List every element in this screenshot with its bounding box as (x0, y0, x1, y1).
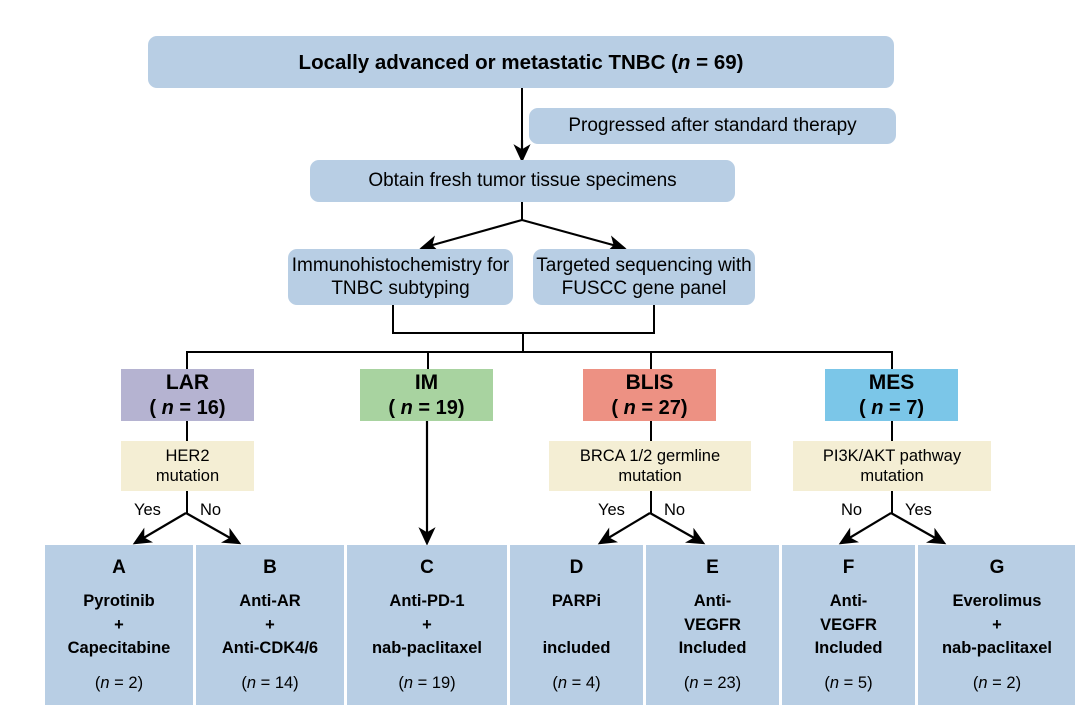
subtype-blis-n: ( n = 27) (611, 396, 688, 419)
arm-box-e: E Anti- VEGFR Included (n = 23) (646, 545, 779, 705)
subtype-box-blis: BLIS ( n = 27) (583, 369, 716, 421)
decision-brca-line2: mutation (618, 467, 682, 485)
arm-b-regimen: Anti-AR + Anti-CDK4/6 (221, 592, 319, 658)
connector-ihc-down (392, 304, 394, 332)
decision-pi3k-line1: PI3K/AKT pathway (822, 446, 962, 465)
subtype-mes-n: ( n = 7) (858, 396, 924, 419)
connector-brca-fork-stem (650, 491, 652, 513)
arm-c-regimen: Anti-PD-1 + nab-paclitaxel (371, 592, 483, 658)
ihc-box: Immunohistochemistry for TNBC subtyping (288, 249, 513, 305)
cohort-label: Locally advanced or metastatic TNBC (n =… (298, 50, 744, 74)
fork-label-pi3k-yes: Yes (905, 501, 932, 519)
arm-e-letter: E (706, 557, 719, 578)
arm-a-letter: A (112, 557, 126, 578)
sequencing-box: Targeted sequencing with FUSCC gene pane… (533, 249, 755, 305)
arm-b-letter: B (263, 557, 277, 578)
seq-line1: Targeted sequencing with (536, 254, 752, 276)
decision-box-her2: HER2 mutation (121, 441, 254, 491)
connector-blis-to-brca (650, 421, 652, 441)
decision-her2-line1: HER2 (165, 446, 210, 465)
connector-seq-down (653, 304, 655, 332)
subtype-blis-name: BLIS (625, 371, 674, 394)
connector-mes-to-pi3k (891, 421, 893, 441)
arm-f-letter: F (842, 557, 855, 578)
decision-her2-line2: mutation (155, 467, 220, 485)
arm-box-d: D PARPi included (n = 4) (510, 545, 643, 705)
fork-label-brca-yes: Yes (598, 501, 625, 519)
arm-box-b: B Anti-AR + Anti-CDK4/6 (n = 14) (196, 545, 344, 705)
connector-to-mes (891, 351, 893, 369)
connector-to-im (427, 351, 429, 369)
connector-cohort-to-specimens (521, 88, 523, 158)
decision-box-pi3k: PI3K/AKT pathway mutation (793, 441, 991, 491)
connector-to-blis (650, 351, 652, 369)
decision-box-brca: BRCA 1/2 germline mutation (549, 441, 751, 491)
arm-e-n: (n = 23) (683, 673, 742, 692)
arm-d-regimen: PARPi included (542, 592, 611, 658)
progressed-box: Progressed after standard therapy (529, 108, 896, 144)
subtype-mes-name: MES (868, 371, 915, 394)
arm-c-letter: C (420, 557, 434, 578)
ihc-line1: Immunohistochemistry for (291, 254, 510, 276)
fork-label-pi3k-no: No (841, 501, 863, 519)
arm-d-letter: D (569, 557, 584, 578)
subtype-lar-name: LAR (165, 371, 210, 394)
decision-brca-line1: BRCA 1/2 germline (579, 446, 721, 465)
specimens-label: Obtain fresh tumor tissue specimens (368, 170, 677, 192)
arm-a-n: (n = 2) (94, 673, 144, 692)
subtype-box-mes: MES ( n = 7) (825, 369, 958, 421)
subtype-im-name: IM (414, 371, 439, 394)
connector-to-lar (186, 351, 188, 369)
connector-her2-fork-stem (186, 491, 188, 513)
arm-box-g: G Everolimus + nab-paclitaxel (n = 2) (918, 545, 1075, 705)
connector-subtype-bus (186, 351, 893, 353)
connector-lar-to-her2 (186, 421, 188, 441)
connector-join-stem (522, 332, 524, 352)
fork-label-her2-yes: Yes (134, 501, 161, 519)
arm-e-regimen: Anti- VEGFR Included (678, 592, 747, 658)
arm-f-n: (n = 5) (824, 673, 873, 692)
subtype-box-im: IM ( n = 19) (360, 369, 493, 421)
subtype-im-n: ( n = 19) (388, 396, 465, 419)
seq-line2: FUSCC gene panel (561, 278, 727, 299)
arm-box-a: A Pyrotinib + Capecitabine (n = 2) (45, 545, 193, 705)
subtype-lar-n: ( n = 16) (149, 396, 226, 419)
ihc-line2: TNBC subtyping (331, 278, 470, 299)
arm-g-letter: G (989, 557, 1005, 578)
decision-pi3k-line2: mutation (860, 467, 924, 485)
progressed-label: Progressed after standard therapy (568, 115, 857, 137)
arm-g-n: (n = 2) (972, 673, 1022, 692)
fork-label-her2-no: No (200, 501, 222, 519)
arm-f-regimen: Anti- VEGFR Included (814, 592, 883, 658)
connector-pi3k-fork-stem (891, 491, 893, 513)
arm-b-n: (n = 14) (241, 673, 299, 692)
arm-g-regimen: Everolimus + nab-paclitaxel (941, 592, 1053, 658)
specimens-box: Obtain fresh tumor tissue specimens (310, 160, 735, 202)
fork-label-brca-no: No (664, 501, 686, 519)
subtype-box-lar: LAR ( n = 16) (121, 369, 254, 421)
arm-box-f: F Anti- VEGFR Included (n = 5) (782, 545, 915, 705)
cohort-box: Locally advanced or metastatic TNBC (n =… (148, 36, 894, 88)
arm-d-n: (n = 4) (552, 673, 601, 692)
arm-c-n: (n = 19) (398, 673, 456, 692)
connector-specimens-split-stem (521, 200, 523, 220)
arm-box-c: C Anti-PD-1 + nab-paclitaxel (n = 19) (347, 545, 507, 705)
arm-a-regimen: Pyrotinib + Capecitabine (67, 592, 171, 658)
